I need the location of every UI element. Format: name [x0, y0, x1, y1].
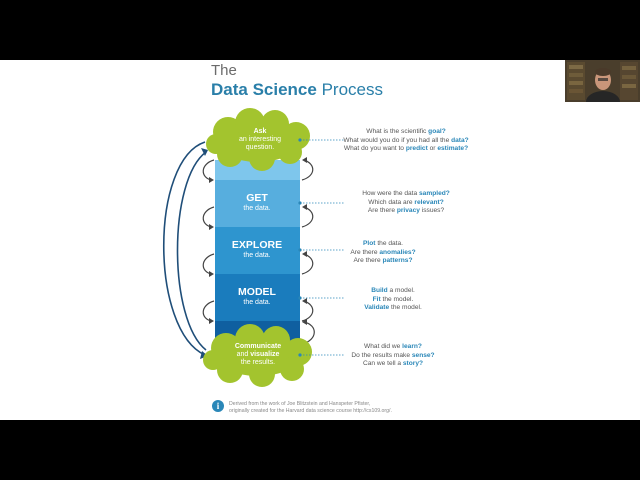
ask-rest: an interesting question. [238, 136, 282, 151]
stage-model-sub: the data. [243, 299, 271, 306]
ask-keyword: Ask [253, 128, 267, 135]
question-text: issues? [419, 207, 445, 215]
question-keyword: patterns? [382, 257, 413, 265]
question-line: What do you want to predict or estimate? [318, 145, 494, 154]
connector-lines [300, 139, 344, 356]
question-keyword: Validate [364, 304, 390, 312]
communicate-keyword: Communicate [234, 343, 282, 350]
question-keyword: anomalies? [379, 248, 416, 256]
question-text: What is the scientific [366, 128, 429, 135]
question-line: What would you do if you had all the dat… [318, 137, 494, 146]
stage-model-title: MODEL [238, 286, 276, 298]
question-keyword: story? [402, 360, 424, 368]
question-keyword: relevant? [414, 198, 444, 206]
communicate-cloud-label: Communicate and visualize the results. [216, 343, 300, 367]
question-keyword: learn? [402, 343, 422, 350]
question-line: Are there patterns? [318, 257, 448, 266]
big-loop-arrowheads [200, 148, 208, 359]
question-line: Do the results make sense? [318, 352, 468, 361]
question-line: Plot the data. [318, 240, 448, 249]
question-keyword: Fit [372, 295, 381, 303]
question-text: Are there [353, 257, 383, 265]
stage-get-title: GET [246, 192, 268, 204]
question-line: Are there privacy issues? [318, 207, 494, 216]
model-questions: Build a model.Fit the model.Validate the… [318, 287, 468, 313]
get-questions: How were the data sampled?Which data are… [318, 190, 494, 216]
question-text: Can we tell a [362, 360, 403, 368]
left-arrowheads [209, 177, 214, 324]
question-text: How were the data [362, 190, 420, 197]
stage-model-bg [215, 274, 300, 321]
question-keyword: predict [405, 145, 428, 153]
stage-explore-title: EXPLORE [231, 239, 283, 251]
question-text: Do the results make [351, 351, 412, 359]
question-line: Are there anomalies? [318, 249, 448, 258]
communicate-questions: What did we learn?Do the results make se… [318, 343, 468, 369]
question-text: Are there [367, 207, 397, 215]
info-icon: i [212, 400, 224, 412]
question-line: Fit the model. [318, 296, 468, 305]
explore-questions: Plot the data.Are there anomalies?Are th… [318, 240, 448, 266]
webcam-video [565, 60, 640, 102]
stage-model-label: MODEL the data. [212, 286, 302, 306]
question-line: What is the scientific goal? [318, 128, 494, 137]
slide-title-rest: Process [316, 80, 383, 99]
slide: The Data Science Process [0, 60, 640, 420]
stage-explore-sub: the data. [243, 252, 271, 259]
question-text: What would you do if you had all the [343, 136, 452, 144]
attribution: Derived from the work of Joe Blitzstein … [229, 401, 392, 415]
ask-cloud [206, 108, 310, 171]
webcam-scene [565, 60, 640, 102]
question-text: the data. [375, 240, 403, 247]
communicate-cloud [203, 324, 312, 387]
question-line: What did we learn? [318, 343, 468, 352]
connector-dots [298, 138, 302, 357]
question-line: How were the data sampled? [318, 190, 494, 199]
stage-get-sub: the data. [243, 205, 271, 212]
communicate-mid: and [236, 351, 251, 358]
question-keyword: sense? [411, 351, 435, 359]
slide-title: Data Science Process [211, 80, 383, 100]
question-keyword: privacy [396, 207, 420, 215]
right-arrows [301, 159, 315, 345]
attribution-line2: originally created for the Harvard data … [229, 408, 392, 414]
question-line: Which data are relevant? [318, 199, 494, 208]
question-text: What did we [364, 343, 403, 350]
stage-get-label: GET the data. [212, 192, 302, 212]
question-text: the model. [380, 295, 414, 303]
ask-cloud-label: Ask an interesting question. [220, 128, 300, 152]
question-keyword: goal? [428, 128, 446, 135]
process-diagram [163, 108, 344, 387]
question-line: Build a model. [318, 287, 468, 296]
ask-questions: What is the scientific goal?What would y… [318, 128, 494, 154]
question-text: Which data are [368, 198, 415, 206]
question-text: the model. [389, 304, 422, 312]
question-keyword: data? [451, 136, 469, 144]
question-keyword: estimate? [437, 145, 469, 153]
question-text: a model. [387, 287, 415, 294]
stage-explore-bg [215, 227, 300, 274]
question-text: What do you want to [343, 145, 406, 153]
stage-explore-label: EXPLORE the data. [212, 239, 302, 259]
question-text: or [427, 145, 438, 153]
question-text: Are there [350, 248, 380, 256]
big-loop-arrows [163, 141, 207, 356]
slide-title-bold: Data Science [211, 80, 317, 99]
right-arrowheads [302, 157, 307, 325]
question-line: Validate the model. [318, 304, 468, 313]
question-keyword: sampled? [419, 190, 450, 197]
attribution-line1: Derived from the work of Joe Blitzstein … [229, 401, 371, 407]
question-keyword: Plot [363, 240, 376, 247]
question-line: Can we tell a story? [318, 360, 468, 369]
slide-title-line1: The [211, 62, 237, 79]
communicate-rest: the results. [240, 359, 276, 366]
question-keyword: Build [371, 287, 388, 294]
visualize-keyword: visualize [250, 351, 280, 358]
stage-get-bg [215, 180, 300, 227]
